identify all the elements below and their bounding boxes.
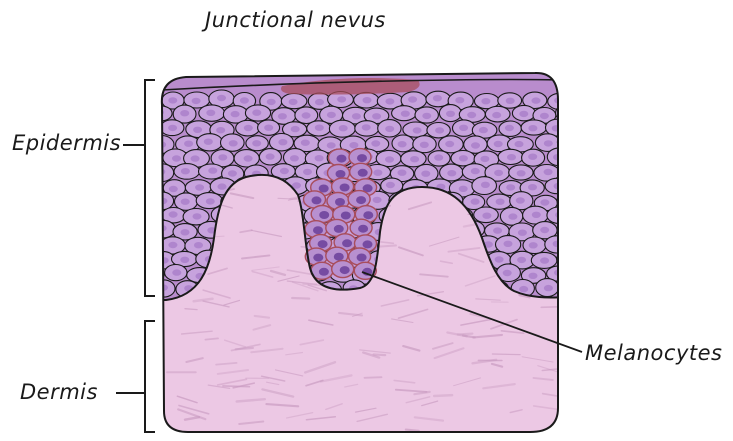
keratinocyte: [245, 105, 270, 121]
keratinocyte: [536, 279, 559, 297]
keratinocyte: [522, 149, 545, 166]
keratinocyte: [199, 105, 225, 121]
dermis-fiber: [374, 355, 386, 356]
keratinocyte: [160, 120, 184, 136]
keratinocyte: [500, 207, 522, 225]
keratinocyte: [485, 106, 510, 122]
keratinocyte: [415, 107, 438, 123]
melanocytes-label: Melanocytes: [585, 341, 722, 365]
keratinocyte: [531, 252, 557, 268]
keratinocyte: [139, 267, 164, 283]
epidermis-label: Epidermis: [12, 131, 121, 155]
keratinocyte: [355, 121, 379, 136]
keratinocyte: [259, 149, 281, 165]
keratinocyte: [246, 136, 268, 151]
keratinocyte: [558, 280, 584, 297]
keratinocyte: [139, 207, 163, 223]
keratinocyte: [174, 164, 200, 180]
dermis-fiber: [406, 430, 419, 431]
keratinocyte: [499, 121, 521, 136]
keratinocyte: [545, 236, 568, 253]
keratinocyte: [413, 136, 436, 153]
melanocyte: [311, 206, 333, 223]
keratinocyte: [559, 222, 584, 237]
dermis-fiber: [492, 354, 520, 355]
keratinocyte: [307, 121, 331, 136]
keratinocyte: [150, 106, 172, 121]
dermis-fiber: [434, 395, 452, 396]
keratinocyte: [472, 177, 497, 195]
keratinocyte: [197, 134, 223, 151]
keratinocyte: [221, 134, 245, 151]
keratinocyte: [392, 135, 414, 152]
dermis-fiber: [557, 336, 583, 343]
keratinocyte: [556, 104, 581, 122]
keratinocyte: [258, 120, 280, 135]
keratinocyte: [439, 136, 464, 153]
keratinocyte: [427, 123, 450, 138]
keratinocyte: [426, 91, 451, 107]
keratinocyte: [329, 120, 355, 137]
keratinocyte: [234, 150, 259, 167]
dermis-fiber: [223, 386, 250, 387]
dermis-fiber: [380, 245, 396, 246]
melanocyte: [350, 163, 372, 180]
dermis-fiber: [556, 216, 585, 224]
keratinocyte: [512, 105, 535, 120]
dermis-fiber: [205, 338, 218, 339]
diagram-title: Junctional nevus: [205, 8, 386, 32]
keratinocyte: [557, 251, 582, 267]
keratinocyte: [281, 94, 307, 109]
dermis-fiber: [541, 307, 558, 308]
keratinocyte: [496, 236, 521, 254]
keratinocyte: [236, 120, 260, 136]
melanocyte: [350, 219, 372, 236]
keratinocyte: [498, 149, 523, 164]
keratinocyte: [548, 93, 571, 109]
dermis-fiber: [559, 321, 587, 322]
keratinocyte: [138, 179, 163, 195]
melanocyte: [332, 261, 354, 278]
dermis-fiber: [236, 348, 253, 349]
keratinocyte: [354, 92, 379, 108]
keratinocyte: [453, 120, 476, 136]
keratinocyte: [523, 237, 546, 254]
dermis-fiber: [185, 309, 197, 310]
dermis-fiber: [292, 298, 309, 299]
keratinocyte: [474, 207, 499, 223]
keratinocyte: [137, 122, 161, 139]
dermis-label: Dermis: [20, 380, 98, 404]
keratinocyte: [521, 120, 547, 135]
keratinocyte: [199, 164, 225, 179]
keratinocyte: [378, 120, 401, 137]
keratinocyte: [381, 178, 403, 193]
keratinocyte: [136, 91, 161, 108]
keratinocyte: [392, 106, 417, 121]
epidermis-bracket: [145, 80, 155, 296]
keratinocyte: [545, 178, 568, 193]
keratinocyte: [165, 265, 187, 281]
keratinocyte: [440, 164, 463, 181]
dermis-bracket: [145, 321, 155, 432]
melanocyte: [329, 149, 351, 166]
keratinocyte: [196, 193, 222, 209]
keratinocyte: [428, 151, 450, 166]
dermis-fiber: [365, 377, 382, 378]
keratinocyte: [509, 165, 533, 180]
keratinocyte: [557, 134, 582, 150]
dermis-fiber: [557, 199, 585, 204]
keratinocyte: [557, 192, 582, 209]
keratinocyte: [140, 238, 163, 254]
keratinocyte: [439, 105, 461, 122]
keratinocyte: [559, 163, 584, 180]
keratinocyte: [138, 150, 160, 166]
